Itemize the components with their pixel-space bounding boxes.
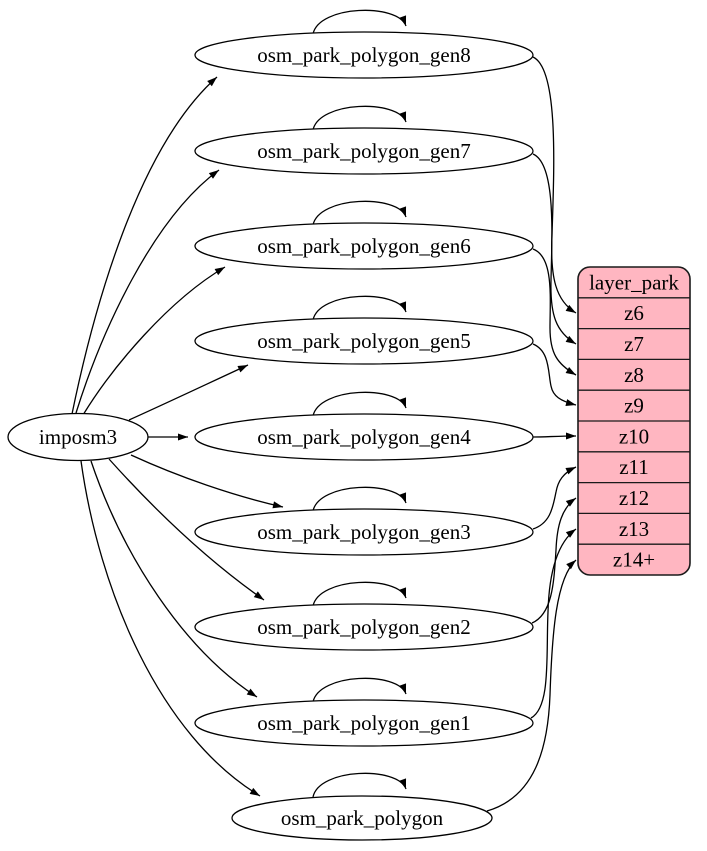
edge-imposm3-to-gen5 [128, 364, 249, 421]
gen6-label: osm_park_polygon_gen6 [257, 234, 470, 258]
edge-gen5-to-z9 [532, 343, 577, 406]
edge-imposm3-to-gen6 [82, 266, 226, 416]
self-loop-gen6 [312, 200, 407, 226]
layer-park-table: layer_park z6 z7 z8 z9 z10 z11 z12 z13 z… [577, 266, 691, 576]
gen2-ellipse [194, 603, 534, 651]
edge-imposm3-to-gen2 [108, 458, 265, 601]
gen4-label: osm_park_polygon_gen4 [257, 425, 471, 449]
edge-imposm3-to-gen7 [75, 169, 220, 414]
layer-park-row-z7: z7 [624, 332, 644, 356]
edge-imposm3-to-gen3 [130, 454, 284, 509]
edge-gen2-to-z12 [531, 497, 577, 624]
self-loop-gen7 [312, 105, 407, 131]
edge-gen4-to-z10 [532, 432, 577, 440]
gen6-ellipse [194, 222, 534, 270]
gen2-label: osm_park_polygon_gen2 [257, 615, 470, 639]
self-loop-polygon [312, 772, 407, 798]
edge-imposm3-to-polygon [80, 460, 261, 797]
layer-park-row-z8: z8 [624, 363, 644, 387]
node-osm-park-polygon-gen5: osm_park_polygon_gen5 [194, 317, 534, 365]
self-loop-edges [312, 9, 407, 798]
self-loop-gen1 [312, 677, 407, 703]
gen3-ellipse [194, 508, 534, 556]
edge-gen3-to-z11 [532, 466, 577, 530]
self-loop-gen3 [312, 486, 407, 512]
edge-polygon-to-z14plus [486, 559, 577, 812]
gen3-label: osm_park_polygon_gen3 [257, 520, 470, 544]
edges-to-layer-rows [486, 56, 577, 812]
edge-imposm3-to-gen8 [71, 76, 218, 415]
node-osm-park-polygon: osm_park_polygon [231, 795, 493, 841]
node-osm-park-polygon-gen7: osm_park_polygon_gen7 [194, 127, 534, 175]
gen8-ellipse [194, 31, 534, 79]
gen8-label: osm_park_polygon_gen8 [257, 43, 470, 67]
self-loop-gen5 [312, 295, 407, 321]
edge-gen7-to-z7 [532, 153, 577, 345]
gen5-label: osm_park_polygon_gen5 [257, 329, 470, 353]
gen5-ellipse [194, 317, 534, 365]
edge-gen8-to-z6 [532, 56, 577, 314]
polygon-label: osm_park_polygon [281, 806, 444, 830]
layer-park-row-z9: z9 [624, 394, 644, 418]
self-loop-gen4 [312, 391, 407, 417]
gen4-ellipse [194, 413, 534, 461]
edges-from-source [71, 76, 284, 797]
polygon-ellipse [231, 795, 493, 841]
layer-park-row-z6: z6 [624, 301, 644, 325]
gen1-ellipse [194, 699, 534, 747]
node-osm-park-polygon-gen6: osm_park_polygon_gen6 [194, 222, 534, 270]
self-loop-gen2 [312, 581, 407, 607]
node-osm-park-polygon-gen1: osm_park_polygon_gen1 [194, 699, 534, 747]
layer-park-row-z14plus: z14+ [613, 548, 655, 572]
layer-park-header: layer_park [589, 270, 679, 294]
node-osm-park-polygon-gen8: osm_park_polygon_gen8 [194, 31, 534, 79]
gen1-label: osm_park_polygon_gen1 [257, 711, 470, 735]
self-loop-gen8 [312, 9, 407, 35]
edge-imposm3-to-gen1 [90, 460, 258, 698]
node-imposm3: imposm3 [7, 412, 149, 462]
imposm3-label: imposm3 [39, 425, 117, 449]
edge-gen1-to-z13 [530, 528, 577, 719]
layer-park-row-z10: z10 [619, 424, 649, 448]
node-osm-park-polygon-gen4: osm_park_polygon_gen4 [194, 413, 534, 461]
layer-park-row-z12: z12 [619, 486, 649, 510]
edge-gen6-to-z8 [532, 248, 577, 376]
node-osm-park-polygon-gen2: osm_park_polygon_gen2 [194, 603, 534, 651]
node-osm-park-polygon-gen3: osm_park_polygon_gen3 [194, 508, 534, 556]
gen7-ellipse [194, 127, 534, 175]
layer-park-row-z11: z11 [619, 455, 649, 479]
imposm3-ellipse [7, 412, 149, 462]
gen7-label: osm_park_polygon_gen7 [257, 139, 470, 163]
layer-park-row-z13: z13 [619, 517, 649, 541]
